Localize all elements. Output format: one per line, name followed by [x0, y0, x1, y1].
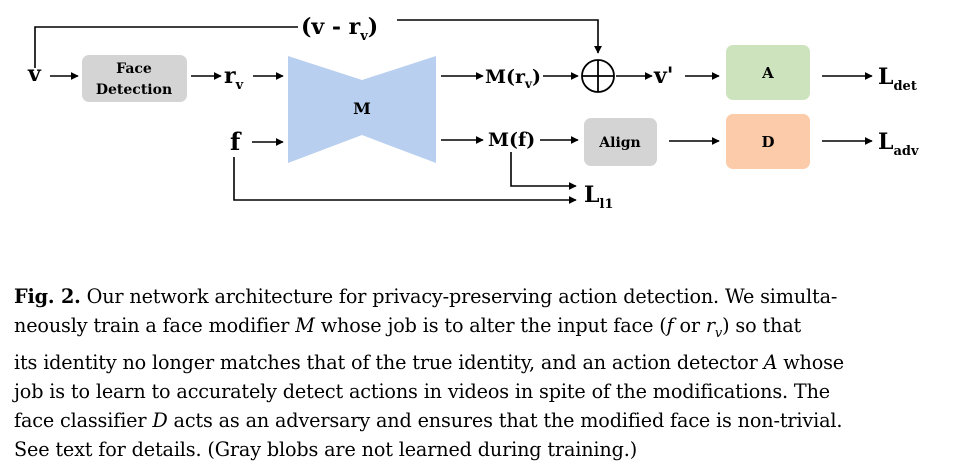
skip-connection-line-right — [397, 19, 602, 54]
caption-line-1: Fig. 2. Our network architecture for pri… — [14, 285, 838, 308]
figure-caption: Fig. 2. Our network architecture for pri… — [14, 282, 954, 464]
f-to-l1-line — [233, 157, 577, 204]
caption-line-5: face classifier D acts as an adversary a… — [14, 408, 843, 432]
m-rv-label: M(rv) — [485, 66, 541, 91]
oplus-symbol-hidden: ⊕ — [0, 0, 1, 1]
caption-line-6: See text for details. (Gray blobs are no… — [14, 437, 638, 461]
face-detection-label-line1: Face — [116, 61, 152, 77]
modifier-m-shape — [288, 56, 436, 163]
caption-line-3: its identity no longer matches that of t… — [14, 350, 845, 374]
face-detection-box — [82, 55, 187, 102]
skip-connection-line — [34, 26, 298, 68]
input-v: v — [27, 61, 42, 87]
skip-label: (v - rv) — [301, 14, 378, 44]
m-f-to-l1-line — [510, 152, 577, 190]
modifier-m-label: M — [353, 99, 371, 118]
caption-line-4: job is to learn to accurately detect act… — [14, 379, 830, 403]
align-box — [584, 118, 657, 166]
figure-label: Fig. 2. — [14, 285, 81, 308]
caption-line-2: neously train a face modifier M whose jo… — [14, 314, 802, 341]
m-f-label: M(f) — [488, 129, 535, 151]
input-f: f — [230, 127, 242, 156]
architecture-diagram: (v - rv) v Face Detection rv M f M(rv) M… — [0, 0, 919, 212]
v-prime-label: v' — [653, 63, 674, 89]
loss-l1: Ll1 — [584, 182, 613, 212]
rv-label: rv — [224, 63, 244, 93]
loss-det: Ldet — [878, 64, 917, 94]
action-detector-box — [726, 45, 810, 100]
adversary-box — [726, 114, 810, 169]
action-detector-label: A — [761, 64, 774, 82]
loss-adv: Ladv — [878, 129, 919, 159]
adversary-label: D — [761, 133, 774, 151]
face-detection-label-line2: Detection — [96, 82, 172, 98]
align-label: Align — [598, 135, 640, 151]
